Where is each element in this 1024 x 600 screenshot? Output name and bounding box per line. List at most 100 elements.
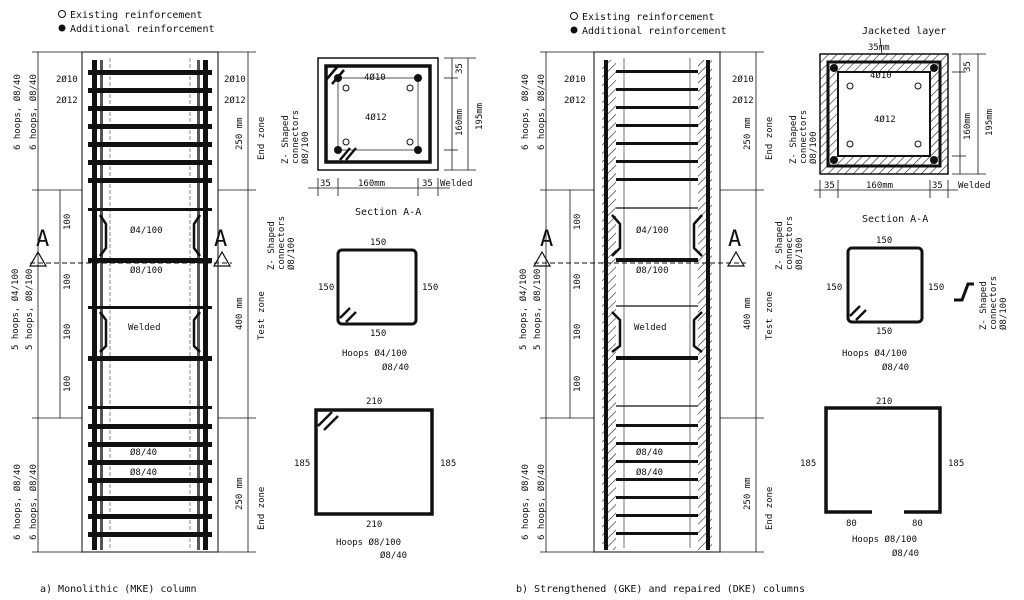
svg-text:Welded: Welded	[958, 181, 991, 191]
svg-text:6 hoops, Ø8/40: 6 hoops, Ø8/40	[520, 464, 531, 540]
additional-marker-icon	[570, 26, 578, 34]
svg-text:Section A-A: Section A-A	[862, 214, 928, 225]
svg-text:Ø8/100: Ø8/100	[286, 237, 297, 270]
svg-text:6 hoops, Ø8/40: 6 hoops, Ø8/40	[536, 464, 547, 540]
svg-text:250 mm: 250 mm	[235, 477, 245, 510]
svg-text:6 hoops, Ø8/40: 6 hoops, Ø8/40	[520, 74, 531, 150]
svg-text:4Ø12: 4Ø12	[365, 112, 387, 123]
svg-text:100: 100	[63, 376, 73, 392]
svg-text:Z- Shaped: Z- Shaped	[775, 221, 785, 270]
bar-label: 2Ø10	[224, 74, 246, 85]
svg-text:160mm: 160mm	[866, 181, 893, 191]
legend-existing-label: Existing reinforcement	[70, 10, 202, 21]
section-title: Section A-A	[355, 207, 421, 218]
svg-text:35mm: 35mm	[868, 43, 890, 53]
svg-text:Ø4/100: Ø4/100	[636, 225, 669, 236]
hoop-big-left: 210 185 185 210 Hoops Ø8/100 Ø8/40	[294, 397, 456, 561]
zone-labels-a: 250 mm End zone 400 mm Test zone 250 mm …	[235, 117, 297, 530]
svg-text:35: 35	[320, 179, 331, 189]
svg-text:150: 150	[876, 327, 892, 337]
svg-text:195mm: 195mm	[985, 109, 995, 136]
hoop-small-right: 150 150 150 150 Hoops Ø4/100 Ø8/40 Z- Sh…	[826, 236, 1009, 373]
svg-text:80: 80	[846, 519, 857, 529]
svg-text:210: 210	[366, 397, 382, 407]
hoop-big-right: 210 185 185 80 80 Hoops Ø8/100 Ø8/40	[800, 397, 964, 559]
section-mark-right: A	[214, 227, 227, 252]
svg-text:connectors: connectors	[799, 110, 809, 164]
svg-text:A: A	[540, 227, 553, 252]
svg-text:Hoops Ø8/100: Hoops Ø8/100	[336, 537, 401, 548]
svg-text:Hoops Ø8/100: Hoops Ø8/100	[852, 534, 917, 545]
section-mark-left: A	[36, 227, 49, 252]
svg-text:Z- Shaped: Z- Shaped	[281, 115, 291, 164]
hoop-label: Ø8/100	[130, 265, 163, 276]
svg-text:Welded: Welded	[440, 179, 473, 189]
hoop-label: Ø8/40	[130, 467, 157, 478]
svg-text:Z- Shaped: Z- Shaped	[979, 281, 989, 330]
svg-text:210: 210	[876, 397, 892, 407]
svg-text:185: 185	[948, 459, 964, 469]
existing-marker-icon	[570, 12, 578, 20]
svg-text:Ø8/40: Ø8/40	[380, 550, 407, 561]
svg-text:250 mm: 250 mm	[743, 477, 753, 510]
labels-b: 6 hoops, Ø8/40 6 hoops, Ø8/40 5 hoops, Ø…	[518, 74, 805, 540]
legend-left: Existing reinforcement Additional reinfo…	[58, 10, 215, 35]
svg-text:Ø8/40: Ø8/40	[636, 467, 663, 478]
svg-text:Ø8/100: Ø8/100	[998, 297, 1009, 330]
section-a-a-right: 4Ø10 4Ø12 Jacketed layer 35mm 35 160mm 1…	[789, 26, 995, 225]
svg-text:6 hoops, Ø8/40: 6 hoops, Ø8/40	[28, 464, 39, 540]
svg-text:connectors: connectors	[785, 216, 795, 270]
svg-text:2Ø10: 2Ø10	[732, 74, 754, 85]
svg-text:100: 100	[573, 274, 583, 290]
svg-text:185: 185	[800, 459, 816, 469]
svg-text:100: 100	[63, 214, 73, 230]
svg-text:5 hoops, Ø4/100: 5 hoops, Ø4/100	[518, 269, 529, 350]
svg-text:End zone: End zone	[765, 487, 775, 530]
svg-text:150: 150	[826, 283, 842, 293]
column-b: A A 2Ø10 2Ø12 2Ø10 2Ø12 Ø4/100 Ø8/100 We…	[532, 51, 754, 553]
svg-text:100: 100	[63, 324, 73, 340]
svg-text:6 hoops, Ø8/40: 6 hoops, Ø8/40	[28, 74, 39, 150]
svg-text:160mm: 160mm	[358, 179, 385, 189]
dims-right-a	[218, 51, 256, 553]
svg-text:connectors: connectors	[291, 110, 301, 164]
svg-text:35: 35	[932, 181, 943, 191]
additional-marker-icon	[58, 24, 66, 32]
svg-text:150: 150	[422, 283, 438, 293]
svg-text:35: 35	[963, 61, 973, 72]
svg-text:150: 150	[370, 329, 386, 339]
svg-text:185: 185	[440, 459, 456, 469]
column-a: A A 2Ø10 2Ø12 2Ø10 2Ø12 Ø4/100 Ø8/100 We…	[28, 51, 246, 553]
svg-text:100: 100	[573, 324, 583, 340]
legend-additional-label: Additional reinforcement	[70, 24, 215, 35]
svg-text:4Ø10: 4Ø10	[364, 72, 386, 83]
svg-text:5 hoops, Ø8/100: 5 hoops, Ø8/100	[24, 269, 35, 350]
legend-additional-label: Additional reinforcement	[582, 26, 727, 37]
svg-text:150: 150	[928, 283, 944, 293]
bar-label: 2Ø10	[56, 74, 78, 85]
svg-text:100: 100	[573, 376, 583, 392]
svg-text:185: 185	[294, 459, 310, 469]
svg-text:Ø8/100: Ø8/100	[300, 131, 311, 164]
svg-text:160mm: 160mm	[963, 113, 973, 140]
bar-label: 2Ø12	[56, 95, 78, 106]
svg-text:6 hoops, Ø8/40: 6 hoops, Ø8/40	[12, 464, 23, 540]
svg-text:Z- Shaped: Z- Shaped	[789, 115, 799, 164]
legend-right: Existing reinforcement Additional reinfo…	[570, 12, 727, 37]
svg-text:6 hoops, Ø8/40: 6 hoops, Ø8/40	[536, 74, 547, 150]
svg-text:150: 150	[876, 236, 892, 246]
svg-text:5 hoops, Ø4/100: 5 hoops, Ø4/100	[10, 269, 21, 350]
svg-text:100: 100	[573, 214, 583, 230]
svg-text:Jacketed layer: Jacketed layer	[862, 26, 946, 37]
hoop-small-left: 150 150 150 150 Hoops Ø4/100 Ø8/40	[318, 238, 438, 373]
svg-text:connectors: connectors	[989, 276, 999, 330]
svg-text:Ø8/40: Ø8/40	[382, 362, 409, 373]
svg-text:2Ø10: 2Ø10	[564, 74, 586, 85]
svg-text:2Ø12: 2Ø12	[732, 95, 754, 106]
svg-text:Ø8/40: Ø8/40	[892, 548, 919, 559]
svg-text:5 hoops, Ø8/100: 5 hoops, Ø8/100	[532, 269, 543, 350]
dims-left-a	[32, 51, 82, 553]
legend-existing-label: Existing reinforcement	[582, 12, 714, 23]
